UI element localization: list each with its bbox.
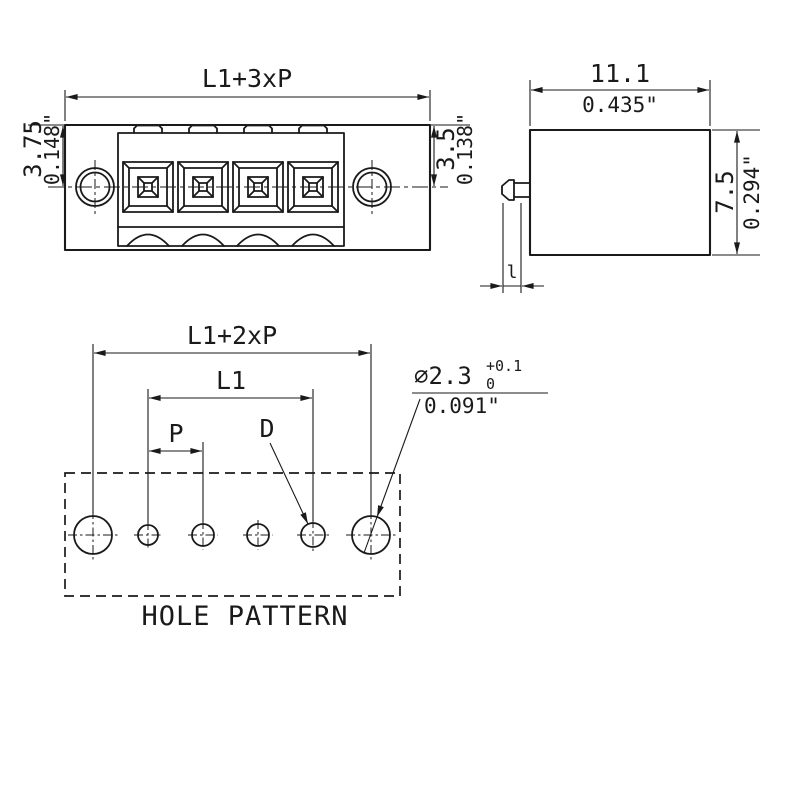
front-body-outline [117, 132, 345, 247]
latch-tab [133, 124, 163, 134]
bottom-arch [236, 233, 280, 247]
hole-centerlines [68, 510, 396, 560]
side-height-dim-inch: 0.294" [740, 154, 764, 230]
hole-pattern-outline [64, 472, 401, 597]
side-width-dim-inch: 0.435" [582, 93, 658, 117]
leader-line [376, 398, 421, 518]
front-left-dim-mm: 3.75 [19, 120, 47, 178]
side-height-dim-mm: 7.5 [711, 170, 739, 213]
front-view [48, 123, 448, 252]
front-right-dim-mm: 3.5 [432, 127, 460, 170]
side-view [501, 128, 712, 257]
pin-length-label: l [507, 262, 518, 283]
latch-tab [298, 124, 328, 134]
hole-diameter-inch: 0.091" [424, 394, 500, 418]
tolerance-lower: 0 [486, 375, 495, 393]
hole-pattern-view [64, 472, 401, 597]
leader-line [269, 442, 309, 525]
latch-tab [188, 124, 218, 134]
bottom-arch [181, 233, 225, 247]
bottom-arch [291, 233, 335, 247]
side-width-dim-mm: 11.1 [590, 59, 650, 88]
solder-pin [501, 179, 531, 201]
latch-tab [243, 124, 273, 134]
l1-dimension: L1 [216, 366, 246, 395]
pitch-dimension: P [168, 419, 183, 448]
front-width-dimension: L1+3xP [202, 64, 292, 93]
front-right-dim-inch: 0.138" [453, 113, 477, 185]
front-left-dim-inch: 0.148" [40, 113, 64, 185]
hole-pattern-caption: HOLE PATTERN [141, 601, 348, 632]
bottom-arch [126, 233, 170, 247]
leader-line-tail [363, 516, 378, 554]
side-body-outline [528, 128, 712, 257]
hole-span-dimension: L1+2xP [187, 321, 277, 350]
hole-pattern-dimensions: L1+2xP L1 P D ∅2.3 +0.1 0 0.091" [92, 321, 548, 554]
hole-diameter-value: ∅2.3 [414, 362, 472, 390]
front-view-dimensions: L1+3xP 3.75 0.148" 3.5 0.138" [19, 64, 477, 186]
side-view-dimensions: 11.1 0.435" 7.5 0.294" l [480, 59, 764, 293]
tolerance-upper: +0.1 [486, 357, 522, 375]
hole-diameter-label: D [259, 414, 274, 443]
